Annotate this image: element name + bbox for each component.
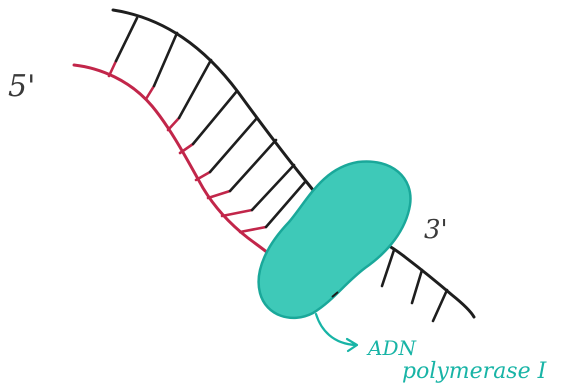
template-rung-3 [433,290,447,321]
enzyme-label-line1: ADN [366,336,417,360]
template-rung-2 [412,270,422,303]
five-prime-label: 5' [8,69,35,104]
enzyme-label-line2: polymerase I [402,359,548,384]
base-pair-6 [208,140,276,198]
base-pair-1 [109,18,137,76]
three-prime-label: 3' [424,215,448,245]
enzyme-label-arrow [316,314,357,351]
base-pair-2 [146,33,177,99]
template-rung-1 [382,250,394,286]
base-pair-3 [168,60,211,130]
